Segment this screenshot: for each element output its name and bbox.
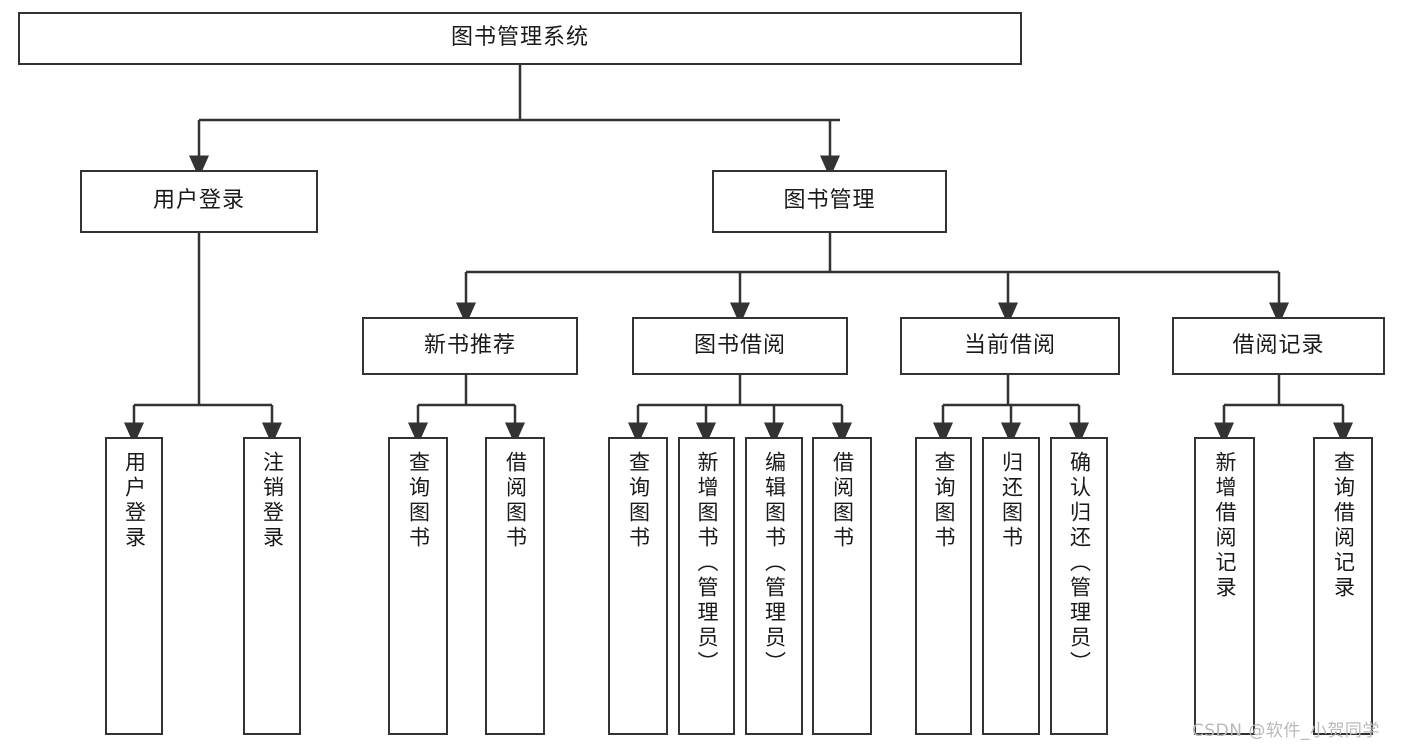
leaf-logout[interactable]: 注销登录 — [243, 437, 301, 735]
leaf-query-book-recommend-label: 查询图书 — [406, 451, 431, 551]
leaf-logout-label: 注销登录 — [260, 451, 285, 551]
leaf-confirm-return-label: 确认归还（管理员） — [1067, 451, 1092, 676]
csdn-watermark: CSDN @软件_小贺同学 — [1192, 721, 1380, 741]
leaf-borrow-book-recommend[interactable]: 借阅图书 — [485, 437, 545, 735]
node-borrow-record[interactable]: 借阅记录 — [1172, 317, 1385, 375]
leaf-query-book-current[interactable]: 查询图书 — [915, 437, 972, 735]
leaf-return-book[interactable]: 归还图书 — [982, 437, 1040, 735]
node-book-borrow[interactable]: 图书借阅 — [632, 317, 848, 375]
leaf-borrow-book[interactable]: 借阅图书 — [812, 437, 872, 735]
node-borrow-record-label: 借阅记录 — [1232, 332, 1325, 358]
node-root-label: 图书管理系统 — [450, 25, 589, 51]
node-user-login-label: 用户登录 — [152, 188, 245, 214]
node-current-borrow-label: 当前借阅 — [963, 332, 1056, 358]
leaf-query-book-recommend[interactable]: 查询图书 — [388, 437, 448, 735]
leaf-add-book[interactable]: 新增图书（管理员） — [678, 437, 735, 735]
leaf-query-book-current-label: 查询图书 — [932, 451, 956, 551]
leaf-edit-book[interactable]: 编辑图书（管理员） — [745, 437, 803, 735]
leaf-query-book-borrow-label: 查询图书 — [626, 451, 651, 551]
leaf-add-record-label: 新增借阅记录 — [1213, 451, 1237, 601]
leaf-return-book-label: 归还图书 — [999, 451, 1024, 551]
leaf-query-record-label: 查询借阅记录 — [1331, 451, 1356, 601]
node-new-book-recommend[interactable]: 新书推荐 — [362, 317, 578, 375]
leaf-query-record[interactable]: 查询借阅记录 — [1313, 437, 1373, 735]
node-book-borrow-label: 图书借阅 — [693, 332, 786, 358]
node-new-book-recommend-label: 新书推荐 — [423, 332, 516, 358]
node-book-manage-label: 图书管理 — [783, 188, 876, 214]
node-user-login[interactable]: 用户登录 — [80, 170, 318, 233]
leaf-query-book-borrow[interactable]: 查询图书 — [608, 437, 668, 735]
node-current-borrow[interactable]: 当前借阅 — [900, 317, 1120, 375]
leaf-user-login-label: 用户登录 — [122, 451, 147, 551]
leaf-borrow-book-recommend-label: 借阅图书 — [503, 451, 528, 551]
leaf-edit-book-label: 编辑图书（管理员） — [762, 451, 787, 676]
node-root[interactable]: 图书管理系统 — [18, 12, 1022, 65]
leaf-confirm-return[interactable]: 确认归还（管理员） — [1050, 437, 1108, 735]
leaf-add-book-label: 新增图书（管理员） — [695, 451, 719, 676]
leaf-user-login[interactable]: 用户登录 — [105, 437, 163, 735]
node-book-manage[interactable]: 图书管理 — [712, 170, 947, 233]
leaf-borrow-book-label: 借阅图书 — [830, 451, 855, 551]
leaf-add-record[interactable]: 新增借阅记录 — [1194, 437, 1255, 735]
